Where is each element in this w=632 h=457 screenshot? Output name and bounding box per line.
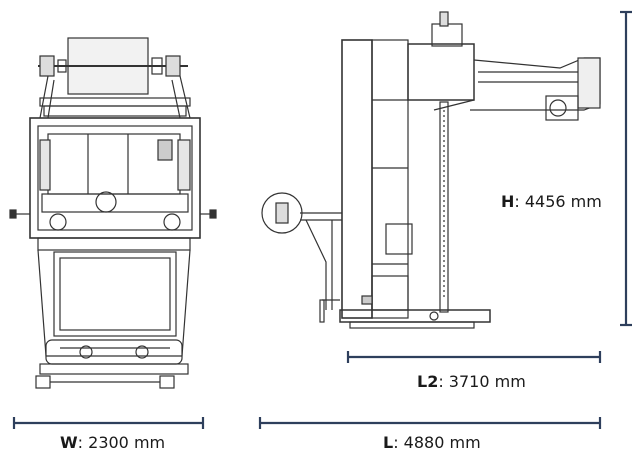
width-dimension-label: W: 2300 mm xyxy=(60,433,165,452)
height-value: : 4456 mm xyxy=(514,192,602,211)
length-value: : 4880 mm xyxy=(393,433,481,452)
front-view xyxy=(9,37,217,389)
length-dimension-label: L: 4880 mm xyxy=(383,433,481,452)
length2-value: : 3710 mm xyxy=(438,372,526,391)
length-key: L xyxy=(383,433,394,452)
length2-dimension-label: L2: 3710 mm xyxy=(417,372,526,391)
height-key: H xyxy=(501,192,515,211)
width-key: W xyxy=(60,433,78,452)
height-dimension-label: H: 4456 mm xyxy=(501,192,602,211)
width-value: : 2300 mm xyxy=(77,433,166,452)
side-view xyxy=(261,11,601,329)
length2-key: L2 xyxy=(417,372,439,391)
dimension-lines xyxy=(12,10,632,429)
